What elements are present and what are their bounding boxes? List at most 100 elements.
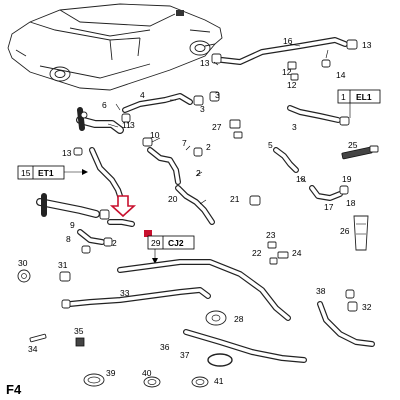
callout-31: 31 xyxy=(58,260,68,270)
hose-38 xyxy=(317,301,375,347)
callout-27: 27 xyxy=(212,122,222,132)
hose-16 xyxy=(219,37,348,65)
car-silhouette-icon xyxy=(7,3,223,91)
callout-17: 17 xyxy=(324,202,334,212)
car-marker xyxy=(176,10,184,16)
ref-box-et1-code: ET1 xyxy=(38,168,54,178)
callout-35: 35 xyxy=(74,326,84,336)
callout-30: 30 xyxy=(18,258,28,268)
callout-16: 16 xyxy=(283,36,293,46)
ref-box-el1-code: EL1 xyxy=(356,92,372,102)
callout-40: 40 xyxy=(142,368,152,378)
ref-box-et1: 15 ET1 xyxy=(17,165,88,180)
callout-24: 24 xyxy=(292,248,302,258)
callout-11: 11 xyxy=(122,120,131,130)
page-code: F4 xyxy=(6,382,22,397)
part-5 xyxy=(273,147,299,173)
hose-20 xyxy=(175,185,215,225)
hose-9 xyxy=(77,229,105,245)
clamp-3-9 xyxy=(81,245,91,254)
clamp-13-et1 xyxy=(73,147,83,156)
part-25 xyxy=(341,145,379,160)
pipe-36 xyxy=(183,329,307,363)
clamp-12-low xyxy=(290,73,299,81)
callout-12-top: 12 xyxy=(282,67,292,77)
highlight-marker xyxy=(144,230,152,237)
ref-box-et1-number: 15 xyxy=(21,168,31,178)
part-28 xyxy=(205,310,227,326)
callout-5: 5 xyxy=(268,140,273,150)
callout-2-a: 2 xyxy=(206,142,211,152)
hose-cj2 xyxy=(117,259,291,321)
part-26 xyxy=(353,215,369,251)
leader-lines xyxy=(107,43,329,205)
callout-32: 32 xyxy=(362,302,372,312)
clamp-41 xyxy=(191,376,209,388)
callout-37: 37 xyxy=(180,350,190,360)
callout-26: 26 xyxy=(340,226,350,236)
fittings-22-24 xyxy=(267,241,289,265)
hose-4 xyxy=(122,93,193,113)
bracket-27 xyxy=(229,119,243,139)
ref-box-el1: 1 EL1 xyxy=(337,89,381,118)
ref-box-cj2-code: CJ2 xyxy=(168,238,184,248)
part-34 xyxy=(29,333,47,343)
callout-34: 34 xyxy=(28,344,38,354)
hose-8 xyxy=(89,147,125,205)
clamp-2-7 xyxy=(193,147,203,157)
clamp-38-top xyxy=(345,289,355,299)
hose-33 xyxy=(67,287,211,307)
callout-18-b: 18 xyxy=(346,198,356,208)
callout-21: 21 xyxy=(230,194,240,204)
callout-3-b: 3 xyxy=(215,90,220,100)
clamp-2-9 xyxy=(103,237,113,247)
callout-6: 6 xyxy=(102,100,107,110)
ref-box-cj2: 29 CJ2 xyxy=(147,235,195,264)
callout-28: 28 xyxy=(234,314,244,324)
callout-3-c: 3 xyxy=(130,120,135,130)
clamp-33-left xyxy=(61,299,71,309)
callout-2-c: 2 xyxy=(112,238,117,248)
arrow-down-highlight-icon xyxy=(109,195,137,218)
callout-13-et1: 13 xyxy=(62,148,72,158)
callout-3-a: 3 xyxy=(200,104,205,114)
clamp-3-topright xyxy=(209,91,220,102)
clamp-3-top xyxy=(193,95,204,106)
hose-el1 xyxy=(287,105,341,123)
callout-38: 38 xyxy=(316,286,326,296)
callout-10: 10 xyxy=(150,130,160,140)
callout-7: 7 xyxy=(182,138,187,148)
ref-box-el1-number: 1 xyxy=(341,92,346,102)
clamp-18-right xyxy=(339,185,349,195)
callout-14: 14 xyxy=(336,70,346,80)
callout-3-d: 3 xyxy=(292,122,297,132)
housing-11 xyxy=(76,107,124,134)
part-30 xyxy=(17,269,31,283)
callout-4: 4 xyxy=(140,90,145,100)
callout-labels: 16 13 13 12 12 14 4 3 3 3 3 6 11 10 7 2 … xyxy=(18,36,372,386)
callout-19: 19 xyxy=(342,174,352,184)
callout-36: 36 xyxy=(160,342,170,352)
callout-22: 22 xyxy=(252,248,262,258)
clamp-13-mid xyxy=(321,59,331,68)
callout-18-a: 18 xyxy=(296,174,306,184)
callout-41: 41 xyxy=(214,376,224,386)
callout-12-low: 12 xyxy=(287,80,297,90)
callout-20: 20 xyxy=(168,194,178,204)
clamp-10-lower xyxy=(99,209,110,220)
part-31 xyxy=(59,271,71,282)
ref-box-cj2-number: 29 xyxy=(151,238,161,248)
hose-highlighted xyxy=(107,219,135,227)
clamp-3-el1 xyxy=(339,116,350,126)
clamp-3-mid xyxy=(121,113,131,123)
part-21 xyxy=(249,195,261,206)
callout-8: 8 xyxy=(66,234,71,244)
clamp-39 xyxy=(83,373,105,387)
clamp-40 xyxy=(143,376,161,388)
callout-13-right: 13 xyxy=(362,40,372,50)
part-7 xyxy=(147,147,181,185)
clamp-13-right xyxy=(346,39,358,50)
callout-33: 33 xyxy=(120,288,130,298)
hose-19 xyxy=(309,185,343,201)
ring-37 xyxy=(207,353,233,367)
